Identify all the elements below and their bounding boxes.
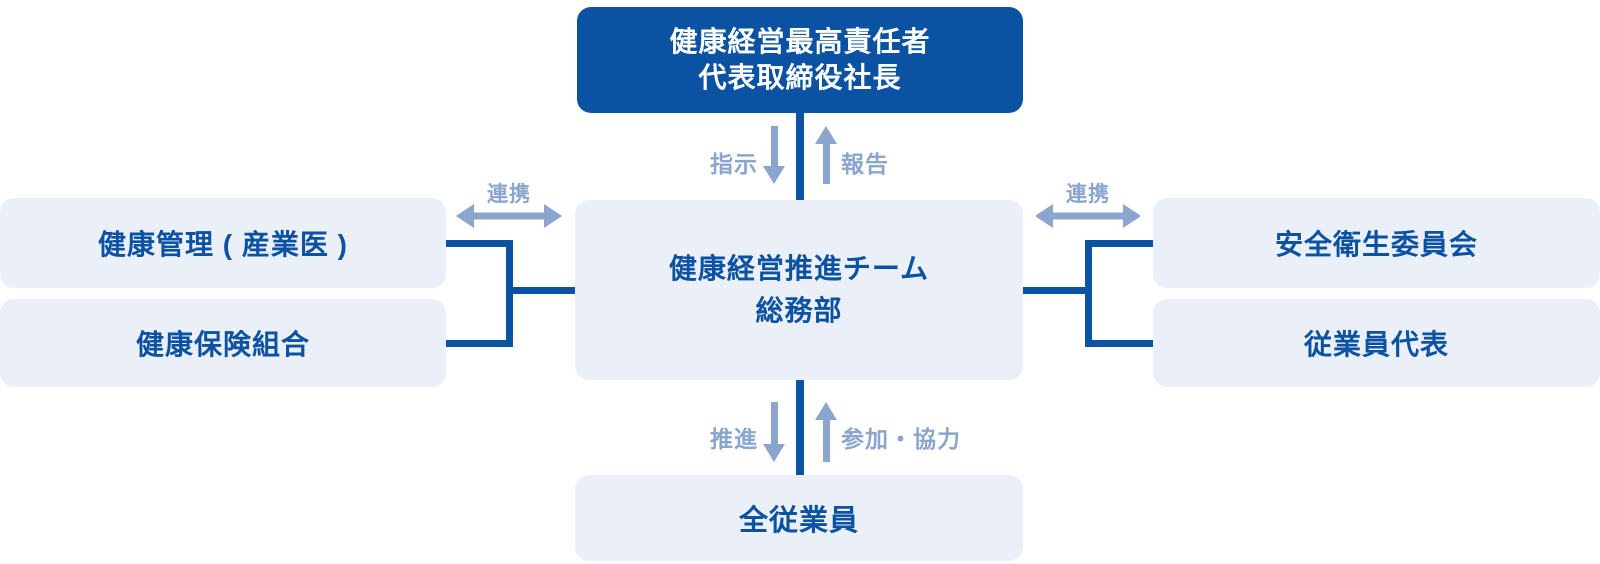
edge-label-directive: 指示 xyxy=(710,151,758,177)
connector-left-bracket-mid xyxy=(506,287,576,294)
node-ceo-line2: 代表取締役社長 xyxy=(698,62,902,93)
edge-label-report: 報告 xyxy=(841,151,889,177)
node-employee-representative-label: 従業員代表 xyxy=(1303,329,1449,360)
connector-right-bracket-mid xyxy=(1022,287,1092,294)
double-arrow-icon xyxy=(456,204,562,228)
node-employee-representative: 従業員代表 xyxy=(1153,299,1600,387)
edge-label-collaboration-left: 連携 xyxy=(487,183,531,206)
down-arrow-icon xyxy=(763,126,785,184)
edge-label-participation: 参加・協力 xyxy=(841,426,961,452)
node-all-employees: 全従業員 xyxy=(575,475,1023,561)
edge-label-promotion: 推進 xyxy=(710,426,758,452)
edge-label-collaboration-right: 連携 xyxy=(1066,183,1110,206)
connector-left-bracket-top xyxy=(443,240,513,247)
node-ceo-line1: 健康経営最高責任者 xyxy=(669,26,931,57)
node-health-insurance-union: 健康保険組合 xyxy=(0,299,446,387)
node-health-management: 健康管理 ( 産業医 ) xyxy=(0,198,446,288)
node-promotion-team-line1: 健康経営推進チーム xyxy=(668,253,930,284)
node-promotion-team-line2: 総務部 xyxy=(755,295,843,326)
node-health-management-label: 健康管理 ( 産業医 ) xyxy=(98,229,348,260)
node-safety-committee: 安全衛生委員会 xyxy=(1153,198,1600,288)
connector-right-bracket-vertical xyxy=(1085,240,1092,347)
up-arrow-icon xyxy=(815,126,837,184)
connector-right-bracket-top xyxy=(1085,240,1155,247)
node-health-insurance-union-label: 健康保険組合 xyxy=(135,329,310,360)
double-arrow-icon xyxy=(1035,204,1141,228)
connector-ceo-team xyxy=(796,112,804,201)
up-arrow-icon xyxy=(815,402,837,462)
connector-team-employees xyxy=(796,379,804,476)
node-safety-committee-label: 安全衛生委員会 xyxy=(1274,229,1478,260)
node-promotion-team: 健康経営推進チーム 総務部 xyxy=(575,200,1023,380)
connector-right-bracket-bottom xyxy=(1085,340,1155,347)
connector-left-bracket-bottom xyxy=(443,340,513,347)
node-all-employees-label: 全従業員 xyxy=(738,505,859,537)
node-ceo: 健康経営最高責任者 代表取締役社長 xyxy=(577,7,1023,113)
down-arrow-icon xyxy=(763,402,785,462)
